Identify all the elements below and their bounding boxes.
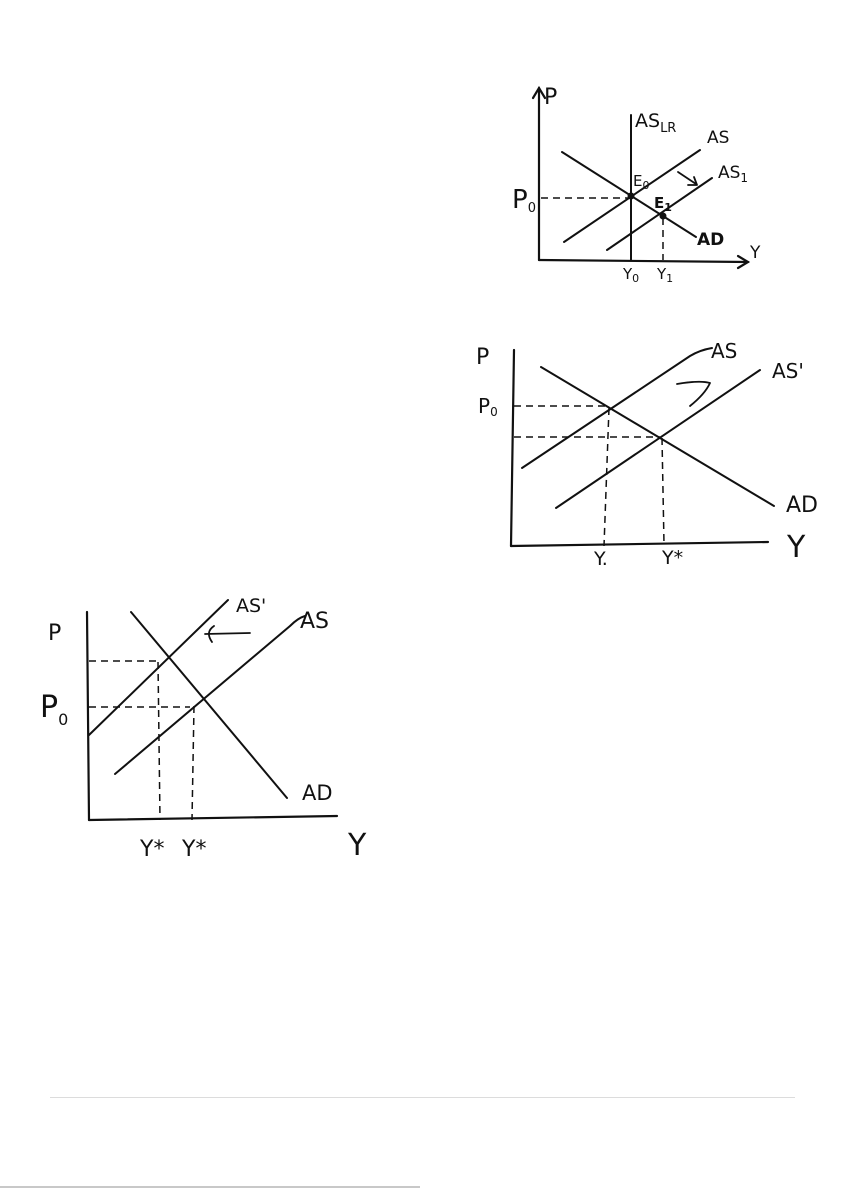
- diagram-3-label-p0: P0: [40, 690, 68, 729]
- diagram-3-curve-ad: [131, 612, 287, 798]
- diagram-3-axis-label-x: Y: [347, 828, 367, 863]
- diagram-3-label-y-star-left: Y*: [139, 837, 164, 862]
- page-bottom-edge: [0, 1186, 420, 1188]
- diagram-3-x-axis: [89, 816, 337, 820]
- diagram-3-axes: [87, 612, 337, 820]
- diagram-3-shift-arrow-icon: [205, 633, 250, 634]
- diagram-3-axis-label-y: P: [48, 621, 61, 646]
- diagram-3-label-as: AS: [300, 609, 329, 634]
- page-divider: [50, 1097, 795, 1098]
- diagram-3-guide-y-star-left: [158, 662, 160, 820]
- diagram-3-label-ad: AD: [302, 781, 333, 805]
- diagram-3-guide-y-star-right: [192, 706, 194, 820]
- diagram-3-label-y-star-right: Y*: [181, 837, 206, 862]
- diagram-3-label-as-prime: AS': [236, 595, 266, 617]
- diagram-3-y-axis: [87, 612, 89, 820]
